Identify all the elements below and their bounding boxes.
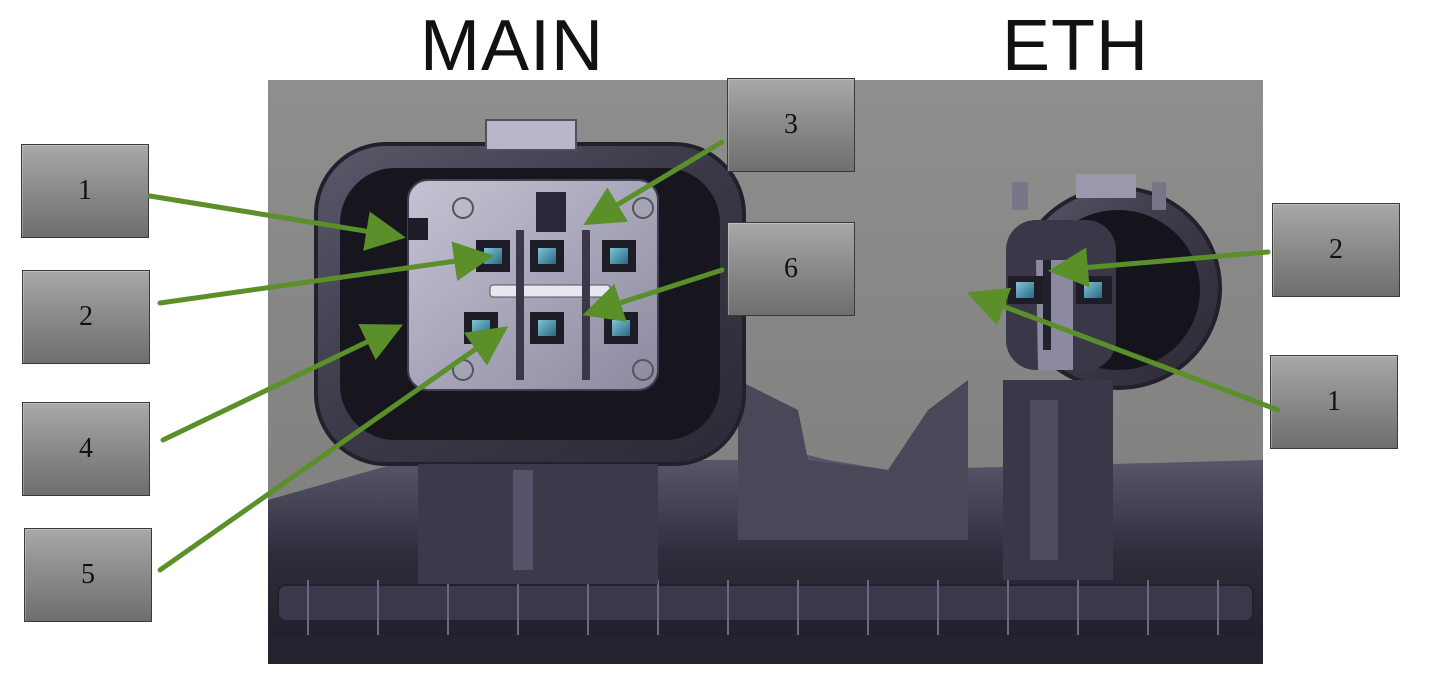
callout-main-pin-5: 5 bbox=[24, 528, 152, 622]
connector-photo bbox=[268, 80, 1263, 664]
callout-main-pin-1: 1 bbox=[21, 144, 149, 238]
callout-main-pin-3: 3 bbox=[727, 78, 855, 172]
callout-eth-pin-2: 2 bbox=[1272, 203, 1400, 297]
eth-connector-title: ETH bbox=[1002, 6, 1149, 86]
callout-main-pin-6: 6 bbox=[727, 222, 855, 316]
callout-main-pin-2: 2 bbox=[22, 270, 150, 364]
callout-eth-pin-1: 1 bbox=[1270, 355, 1398, 449]
main-connector-title: MAIN bbox=[420, 6, 604, 86]
callout-main-pin-4: 4 bbox=[22, 402, 150, 496]
